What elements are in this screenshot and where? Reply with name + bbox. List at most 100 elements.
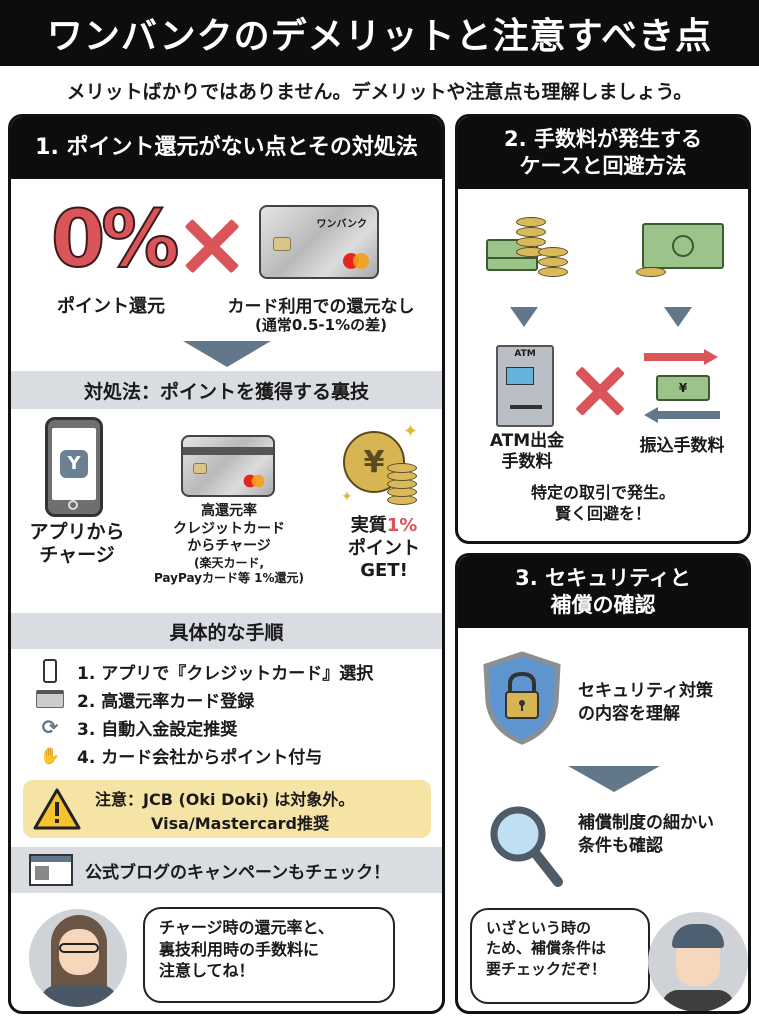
flow-step-credit-card: 高還元率 クレジットカード からチャージ (楽天カード, PayPayカード等 … bbox=[129, 503, 329, 586]
security-line1: セキュリティ対策 bbox=[578, 681, 713, 701]
page-subtitle: メリットばかりではありません。デメリットや注意点も理解しましょう。 bbox=[66, 80, 693, 103]
arrow-right-icon bbox=[287, 452, 335, 474]
bubble-line: ため、補償条件は bbox=[486, 939, 607, 958]
section2-title-line2: ケースと回避方法 bbox=[519, 154, 687, 178]
zero-label: ポイント還元 bbox=[57, 296, 165, 317]
bubble-line: チャージ時の還元率と、 bbox=[159, 918, 334, 937]
smartphone-icon bbox=[33, 659, 67, 683]
step-label: 3. 自動入金設定推奨 bbox=[77, 719, 238, 740]
atm-fee-label: ATM出金 手数料 bbox=[472, 431, 582, 474]
man-avatar bbox=[648, 912, 748, 1011]
transfer-icon: ¥ bbox=[644, 349, 724, 429]
banknote-icon bbox=[642, 223, 724, 269]
transfer-fee-label: 振込手数料 bbox=[639, 436, 725, 456]
section3-title: 3. セキュリティと 補償の確認 bbox=[458, 556, 748, 628]
section2-title-line1: 2. 手数料が発生する bbox=[504, 126, 702, 151]
compensation-line2: 条件も確認 bbox=[578, 835, 663, 856]
step-item: 2. 高還元率カード登録 bbox=[33, 685, 373, 713]
point-get-line2: ポイント bbox=[348, 537, 420, 559]
arrow-down-icon bbox=[664, 307, 692, 327]
section3-title-line1: 3. セキュリティと bbox=[515, 565, 691, 590]
magnifier-icon bbox=[490, 806, 563, 887]
mastercard-logo-icon bbox=[243, 474, 265, 488]
flow-card-line4: (楽天カード, bbox=[193, 555, 265, 570]
woman-speech-bubble: チャージ時の還元率と、 裏技利用時の手数料に 注意してね！ bbox=[143, 907, 395, 1003]
steps-list: 1. アプリで『クレジットカード』選択 2. 高還元率カード登録 ⟳ 3. 自動… bbox=[33, 657, 373, 769]
section1-title: 1. ポイント還元がない点とその対処法 bbox=[11, 117, 442, 179]
flow-card-line1: 高還元率 bbox=[201, 503, 257, 519]
step-item: ⟳ 3. 自動入金設定推奨 bbox=[33, 713, 373, 741]
step-label: 2. 高還元率カード登録 bbox=[77, 691, 255, 712]
arrow-down-icon bbox=[568, 766, 660, 792]
warning-icon bbox=[33, 788, 81, 830]
flow-step-app-line2: チャージ bbox=[39, 543, 115, 566]
step-item: 1. アプリで『クレジットカード』選択 bbox=[33, 657, 373, 685]
smartphone-icon: Y bbox=[45, 417, 103, 517]
point-get-line3: GET! bbox=[360, 560, 408, 581]
card-chip-icon bbox=[273, 237, 291, 251]
atm-machine-icon: ATM bbox=[496, 345, 554, 427]
card-label: カード利用での還元なし bbox=[227, 297, 415, 317]
bubble-line: 注意してね！ bbox=[159, 961, 255, 981]
card-chip-icon bbox=[193, 463, 207, 474]
flow-card-line5: PayPayカード等 1%還元) bbox=[153, 570, 305, 585]
auto-refresh-icon: ⟳ bbox=[41, 715, 59, 739]
exchange-arrow-left-icon bbox=[580, 253, 628, 275]
mastercard-logo-icon bbox=[343, 253, 369, 269]
woman-avatar bbox=[29, 909, 127, 1007]
flow-step-app-line1: アプリから bbox=[29, 521, 125, 543]
blog-note: 公式ブログのキャンペーンもチェック！ bbox=[11, 847, 442, 893]
fees-footer: 特定の取引で発生。 賢く回避を！ bbox=[458, 483, 748, 525]
hack-title: 対処法：ポイントを獲得する裏技 bbox=[11, 371, 442, 409]
sparkle-icon: ✦ bbox=[341, 489, 353, 505]
fees-footer-line1: 特定の取引で発生。 bbox=[530, 483, 675, 502]
step-item: ✋ 4. カード会社からポイント付与 bbox=[33, 741, 373, 769]
section-fees: 2. 手数料が発生する ケースと回避方法 ATM ¥ ATM出金 手数料 振込手… bbox=[455, 114, 751, 544]
bubble-line: いざという時の bbox=[486, 919, 592, 937]
hand-coin-icon: ✋ bbox=[40, 745, 60, 765]
zero-percent-graphic: 0% bbox=[50, 195, 180, 285]
cross-icon bbox=[570, 361, 630, 421]
flow-card-line2: クレジットカード bbox=[173, 520, 285, 537]
flow-step-point-get: 実質1% ポイント GET! bbox=[329, 515, 439, 583]
coin-icon bbox=[636, 267, 666, 277]
bubble-line: 裏技利用時の手数料に bbox=[159, 939, 320, 959]
credit-card-image bbox=[181, 435, 275, 497]
warning-line1: 注意：JCB (Oki Doki) は対象外。 bbox=[95, 790, 355, 809]
man-speech-bubble: いざという時の ため、補償条件は 要チェックだぞ！ bbox=[470, 908, 650, 1004]
arrow-right-icon bbox=[123, 452, 171, 474]
security-text: セキュリティ対策 の内容を理解 bbox=[578, 680, 713, 726]
fees-footer-line2: 賢く回避を！ bbox=[554, 503, 651, 523]
arrow-down-icon bbox=[183, 341, 271, 367]
section3-title-line2: 補償の確認 bbox=[550, 593, 656, 617]
section-point-return: 1. ポイント還元がない点とその対処法 0% ポイント還元 ワンバンク カード利… bbox=[8, 114, 445, 1014]
card-label-note: (通常0.5-1%の差) bbox=[255, 316, 387, 334]
steps-title: 具体的な手順 bbox=[11, 613, 442, 649]
page-title: ワンバンクのデメリットと注意すべき点 bbox=[0, 0, 759, 66]
point-get-prefix: 実質 bbox=[350, 515, 387, 536]
atm-fee-line2: 手数料 bbox=[501, 452, 553, 473]
cross-icon bbox=[179, 213, 245, 279]
app-icon: Y bbox=[60, 450, 88, 478]
atm-sign: ATM bbox=[514, 349, 536, 359]
step-label: 4. カード会社からポイント付与 bbox=[77, 747, 323, 768]
yen-banknote-icon: ¥ bbox=[656, 375, 710, 401]
card-brand: ワンバンク bbox=[316, 219, 368, 230]
credit-card-icon bbox=[33, 690, 67, 708]
blog-note-text: 公式ブログのキャンペーンもチェック！ bbox=[85, 862, 391, 883]
bubble-line: 要チェックだぞ！ bbox=[486, 959, 607, 978]
arrow-down-icon bbox=[510, 307, 538, 327]
flow-step-app-charge: アプリから チャージ bbox=[17, 521, 137, 567]
section2-title: 2. 手数料が発生する ケースと回避方法 bbox=[458, 117, 748, 189]
point-get-highlight: 1% bbox=[386, 515, 418, 536]
browser-window-icon bbox=[29, 854, 73, 886]
step-label: 1. アプリで『クレジットカード』選択 bbox=[77, 663, 374, 684]
onebank-card-image: ワンバンク bbox=[259, 205, 379, 279]
exchange-arrow-right-icon bbox=[580, 221, 628, 243]
security-line2: の内容を理解 bbox=[578, 703, 680, 724]
shield-lock-icon bbox=[483, 651, 561, 745]
compensation-text: 補償制度の細かい 条件も確認 bbox=[578, 812, 714, 858]
section-security: 3. セキュリティと 補償の確認 セキュリティ対策 の内容を理解 補償制度の細か… bbox=[455, 553, 751, 1014]
flow-card-line3: からチャージ bbox=[187, 538, 271, 554]
warning-note: 注意：JCB (Oki Doki) は対象外。 Visa/Mastercard推… bbox=[23, 780, 431, 838]
